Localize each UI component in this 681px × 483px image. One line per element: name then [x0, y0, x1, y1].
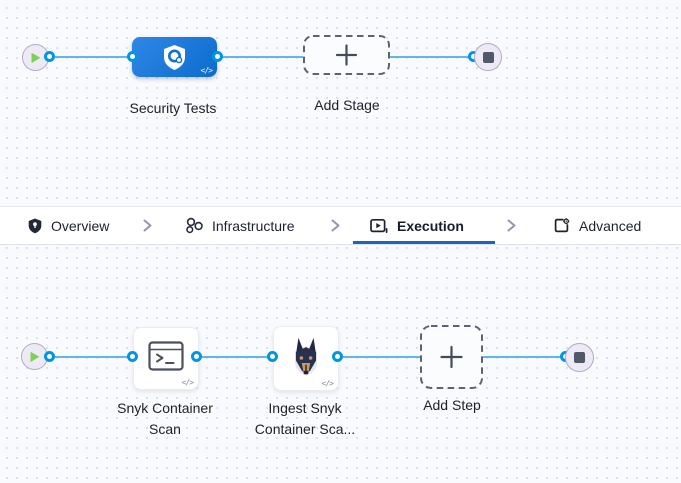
step-node-ingest-snyk[interactable]: </> [273, 326, 339, 391]
stage-label: Security Tests [129, 100, 217, 116]
connector-dot [212, 51, 223, 62]
file-gear-icon [554, 218, 570, 233]
tab-label: Infrastructure [212, 217, 295, 234]
add-step-button[interactable] [420, 325, 483, 389]
step-label: Snyk Container Scan [117, 400, 213, 437]
active-tab-underline [353, 241, 495, 244]
connector-line [483, 356, 565, 358]
connector-line [217, 56, 303, 58]
connector-dot [127, 351, 138, 362]
step-label: Ingest Snyk Container Sca... [254, 400, 356, 437]
connector-line [390, 56, 475, 58]
stop-icon [482, 51, 494, 63]
snyk-dog-icon [295, 337, 317, 376]
pipeline-start-node [21, 343, 48, 370]
security-shield-icon [164, 44, 185, 70]
plus-icon [440, 345, 463, 369]
add-step-label: Add Step [423, 397, 481, 413]
chevron-right-icon [507, 219, 516, 232]
chevron-right-icon [143, 219, 152, 232]
play-icon [30, 351, 40, 362]
connector-dot [127, 51, 138, 62]
play-box-icon [370, 218, 388, 233]
play-icon [31, 52, 41, 63]
tab-advanced[interactable]: Advanced [553, 207, 641, 244]
connector-line [337, 356, 420, 358]
connector-dot [332, 351, 343, 362]
tab-label: Overview [51, 217, 110, 234]
connector-dot [44, 51, 55, 62]
connector-line [49, 356, 133, 358]
code-badge: </> [321, 379, 334, 388]
chevron-right-icon [331, 219, 340, 232]
step-node-snyk-container-scan[interactable]: </> [133, 327, 199, 390]
add-stage-button[interactable] [303, 35, 390, 75]
stage-node-security-tests[interactable]: </> [132, 37, 217, 77]
plus-icon [335, 44, 358, 66]
connector-dot [267, 351, 278, 362]
tab-infrastructure[interactable]: Infrastructure [185, 207, 294, 244]
code-badge: </> [181, 378, 194, 387]
connector-line [49, 56, 132, 58]
tab-label: Advanced [579, 217, 642, 234]
pipeline-end-node [474, 43, 502, 71]
connector-dot [191, 351, 202, 362]
tab-label: Execution [397, 217, 464, 234]
cluster-icon [186, 217, 203, 234]
connector-dot [44, 351, 55, 362]
stop-icon [574, 352, 585, 363]
shield-icon [28, 218, 42, 233]
pipeline-end-node [565, 343, 594, 372]
tab-bar: Overview Infrastructure Execution [0, 206, 681, 245]
tab-execution[interactable]: Execution [370, 207, 464, 244]
add-stage-label: Add Stage [314, 97, 380, 113]
tab-overview[interactable]: Overview [28, 207, 109, 244]
terminal-icon [148, 341, 184, 371]
code-badge: </> [200, 66, 213, 75]
connector-line [197, 356, 273, 358]
